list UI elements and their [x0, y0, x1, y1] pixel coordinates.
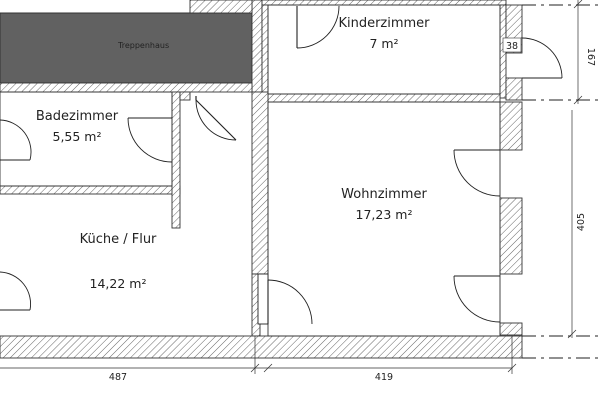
door-wohnzimmer-right-lower — [453, 275, 501, 323]
door-wohnzimmer-lower — [257, 273, 313, 325]
door-kueche-left — [0, 271, 31, 311]
dimension-right-upper: 167 — [585, 48, 596, 66]
room-name-badezimmer: Badezimmer — [36, 109, 119, 124]
door-stairwell-corridor — [195, 96, 237, 141]
dimension-bottom-left: 487 — [109, 372, 127, 383]
dimension-bottom — [0, 336, 517, 374]
room-name-kinderzimmer: Kinderzimmer — [338, 16, 430, 31]
stairwell-label: Treppenhaus — [117, 41, 169, 50]
room-name-wohnzimmer: Wohnzimmer — [341, 187, 427, 202]
dimension-small-wall: 38 — [506, 41, 518, 52]
stairwell-area — [0, 12, 253, 84]
door-right-exterior — [521, 37, 563, 79]
room-area-kinderzimmer: 7 m² — [369, 36, 398, 51]
door-kinderzimmer — [296, 5, 340, 49]
room-area-badezimmer: 5,55 m² — [53, 129, 102, 144]
room-area-kueche-flur: 14,22 m² — [90, 276, 147, 291]
dimension-right — [567, 0, 583, 339]
door-badezimmer-left — [0, 119, 32, 161]
dimension-right-lower: 405 — [576, 213, 587, 231]
exterior-dashed-lines — [522, 4, 600, 359]
door-badezimmer — [127, 117, 173, 163]
room-name-kueche-flur: Küche / Flur — [80, 232, 157, 247]
door-wohnzimmer-right-upper — [453, 149, 501, 197]
doors — [0, 5, 563, 325]
dimension-bottom-right: 419 — [375, 372, 393, 383]
room-outlines — [0, 4, 501, 337]
room-area-wohnzimmer: 17,23 m² — [356, 207, 413, 222]
dimension-small-wall-box — [502, 37, 522, 53]
